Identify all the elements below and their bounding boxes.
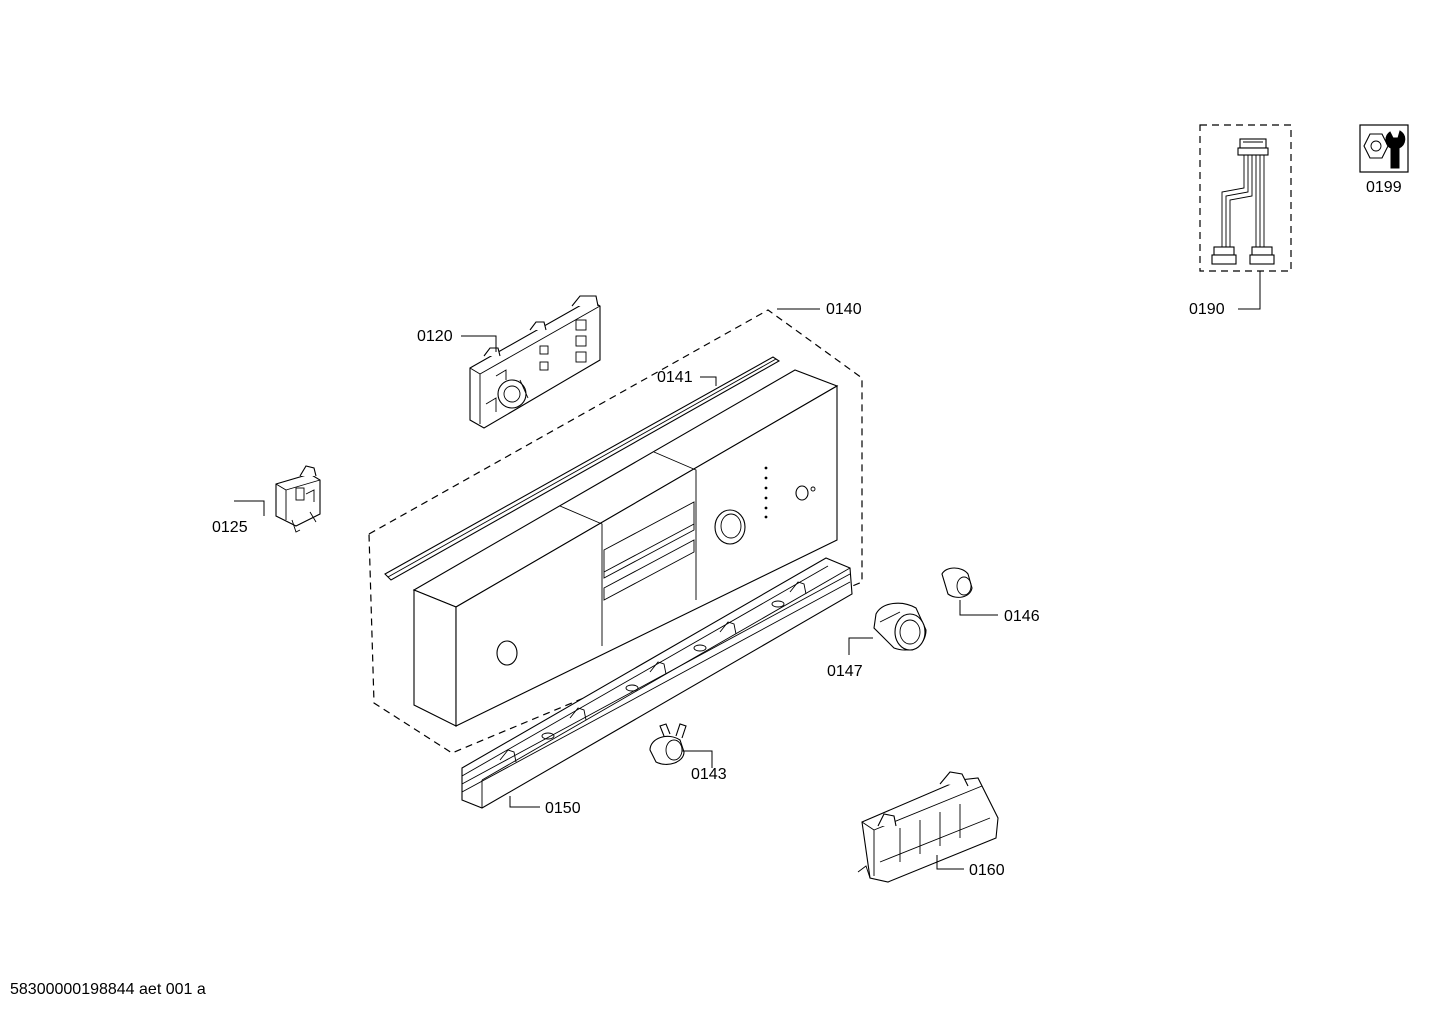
indicator-dot bbox=[764, 515, 768, 519]
fascia-display-window bbox=[603, 501, 695, 579]
fascia-knob-ring bbox=[720, 513, 742, 539]
fascia-segment-line bbox=[653, 451, 697, 600]
wrench-icon bbox=[1385, 130, 1406, 169]
callout-0199[interactable]: 0199 bbox=[1366, 179, 1402, 196]
leader-0120 bbox=[461, 335, 497, 352]
leader-0125 bbox=[234, 500, 265, 516]
harness-dashed-box bbox=[1199, 124, 1292, 272]
nut-hole bbox=[1370, 140, 1382, 152]
fascia-left-button-hole bbox=[496, 640, 518, 666]
callout-0190[interactable]: 0190 bbox=[1189, 301, 1225, 318]
leader-0160 bbox=[936, 855, 964, 870]
fascia-segment-line bbox=[559, 505, 603, 646]
fascia-knob-opening bbox=[714, 509, 746, 545]
indicator-dot bbox=[764, 506, 768, 510]
callout-0143[interactable]: 0143 bbox=[691, 766, 727, 783]
control-panel-fascia bbox=[412, 369, 839, 727]
callout-0141[interactable]: 0141 bbox=[657, 369, 693, 386]
leader-0143 bbox=[682, 750, 713, 768]
callout-0147[interactable]: 0147 bbox=[827, 663, 863, 680]
nut-icon bbox=[1363, 133, 1389, 159]
leader-0141 bbox=[700, 376, 717, 386]
callout-0125[interactable]: 0125 bbox=[212, 519, 248, 536]
part-0190-wiring-harness[interactable] bbox=[1199, 124, 1292, 272]
indicator-dot bbox=[764, 466, 768, 470]
part-0199-nut-and-wrench-icon[interactable] bbox=[1359, 124, 1409, 173]
harness-left-connector bbox=[1211, 246, 1237, 265]
fascia-sensor-dot bbox=[810, 486, 816, 492]
assembly-0140-dashed-outline bbox=[368, 309, 863, 754]
callout-0120[interactable]: 0120 bbox=[417, 328, 453, 345]
harness-right-connector bbox=[1249, 246, 1275, 265]
leader-0150 bbox=[509, 796, 540, 808]
indicator-dot bbox=[764, 496, 768, 500]
fascia-display-line bbox=[603, 523, 695, 573]
part-0160-bracket[interactable] bbox=[857, 771, 999, 883]
indicator-dot bbox=[764, 476, 768, 480]
indicator-dot bbox=[764, 486, 768, 490]
harness-top-connector bbox=[1237, 138, 1269, 156]
part-0120-electronic-module[interactable] bbox=[469, 295, 601, 429]
fascia-front-face bbox=[455, 385, 838, 727]
leader-0146 bbox=[959, 600, 998, 616]
part-0143-knob-insert[interactable] bbox=[649, 723, 687, 765]
fascia-display-lower bbox=[603, 539, 695, 601]
fascia-right-button-hole bbox=[795, 485, 809, 501]
callout-0146[interactable]: 0146 bbox=[1004, 608, 1040, 625]
callout-0160[interactable]: 0160 bbox=[969, 862, 1005, 879]
part-0125-switch[interactable] bbox=[275, 465, 321, 533]
leader-0147 bbox=[848, 637, 873, 655]
document-code: 58300000198844 aet 001 a bbox=[10, 981, 206, 998]
part-0147-rotary-knob[interactable] bbox=[873, 602, 927, 651]
harness-wires bbox=[1221, 155, 1265, 248]
callout-0140[interactable]: 0140 bbox=[826, 301, 862, 318]
part-0150-frame-rail[interactable] bbox=[461, 557, 853, 809]
part-0146-cap[interactable] bbox=[941, 567, 973, 598]
fascia-left-face bbox=[413, 589, 457, 727]
part-0141-seal-strip[interactable] bbox=[384, 356, 781, 581]
leader-0190 bbox=[1238, 271, 1261, 310]
callout-0150[interactable]: 0150 bbox=[545, 800, 581, 817]
